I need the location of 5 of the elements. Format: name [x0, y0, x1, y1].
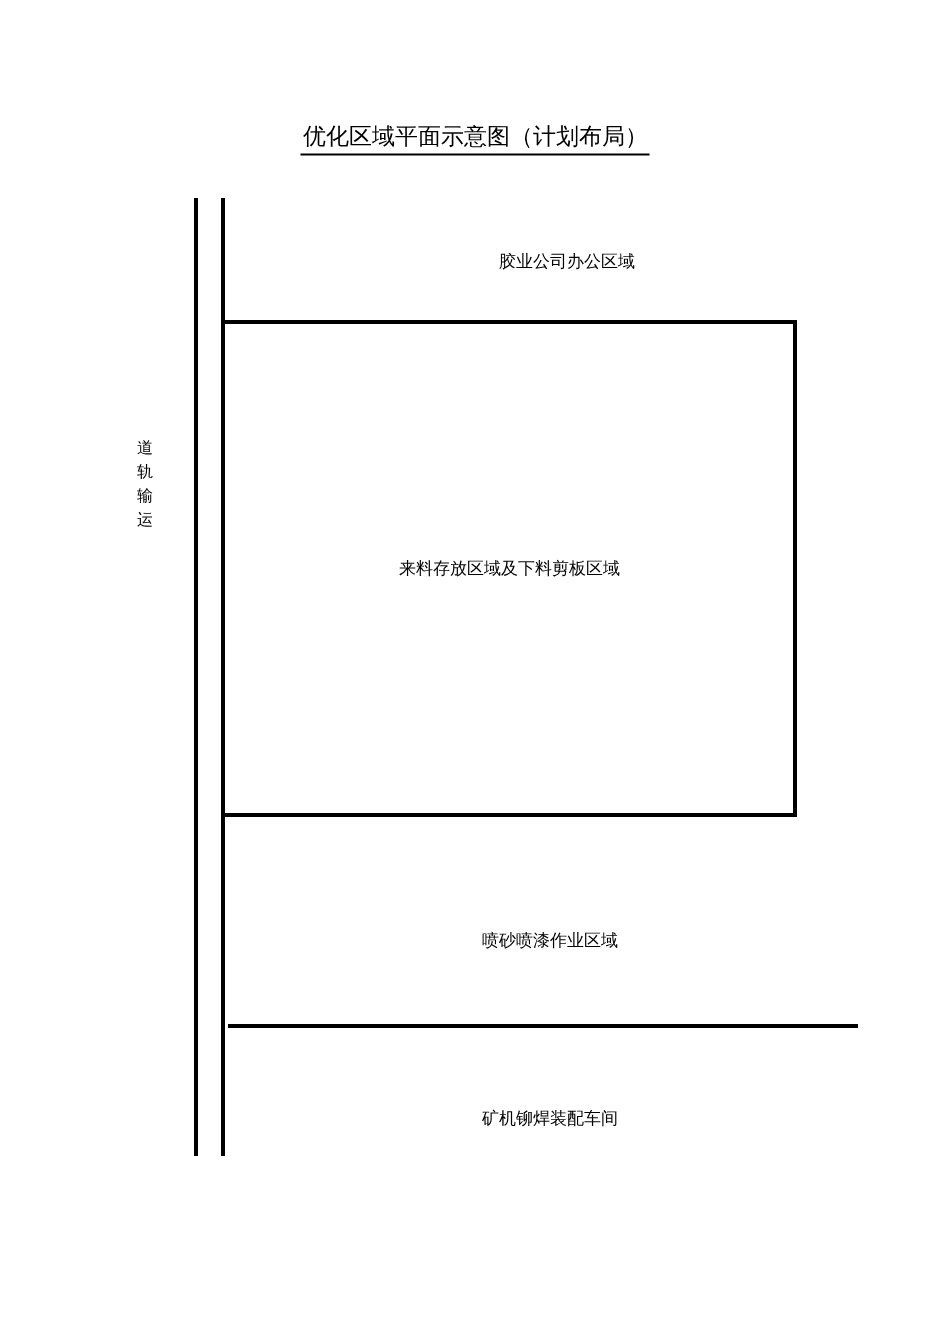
rail-label: 道轨输运 — [137, 437, 153, 531]
title: 优化区域平面示意图（计划布局） — [300, 120, 650, 156]
area-label: 矿机铆焊装配车间 — [482, 1106, 618, 1130]
area-label: 喷砂喷漆作业区域 — [482, 928, 618, 952]
area-label: 胶业公司办公区域 — [499, 249, 635, 273]
